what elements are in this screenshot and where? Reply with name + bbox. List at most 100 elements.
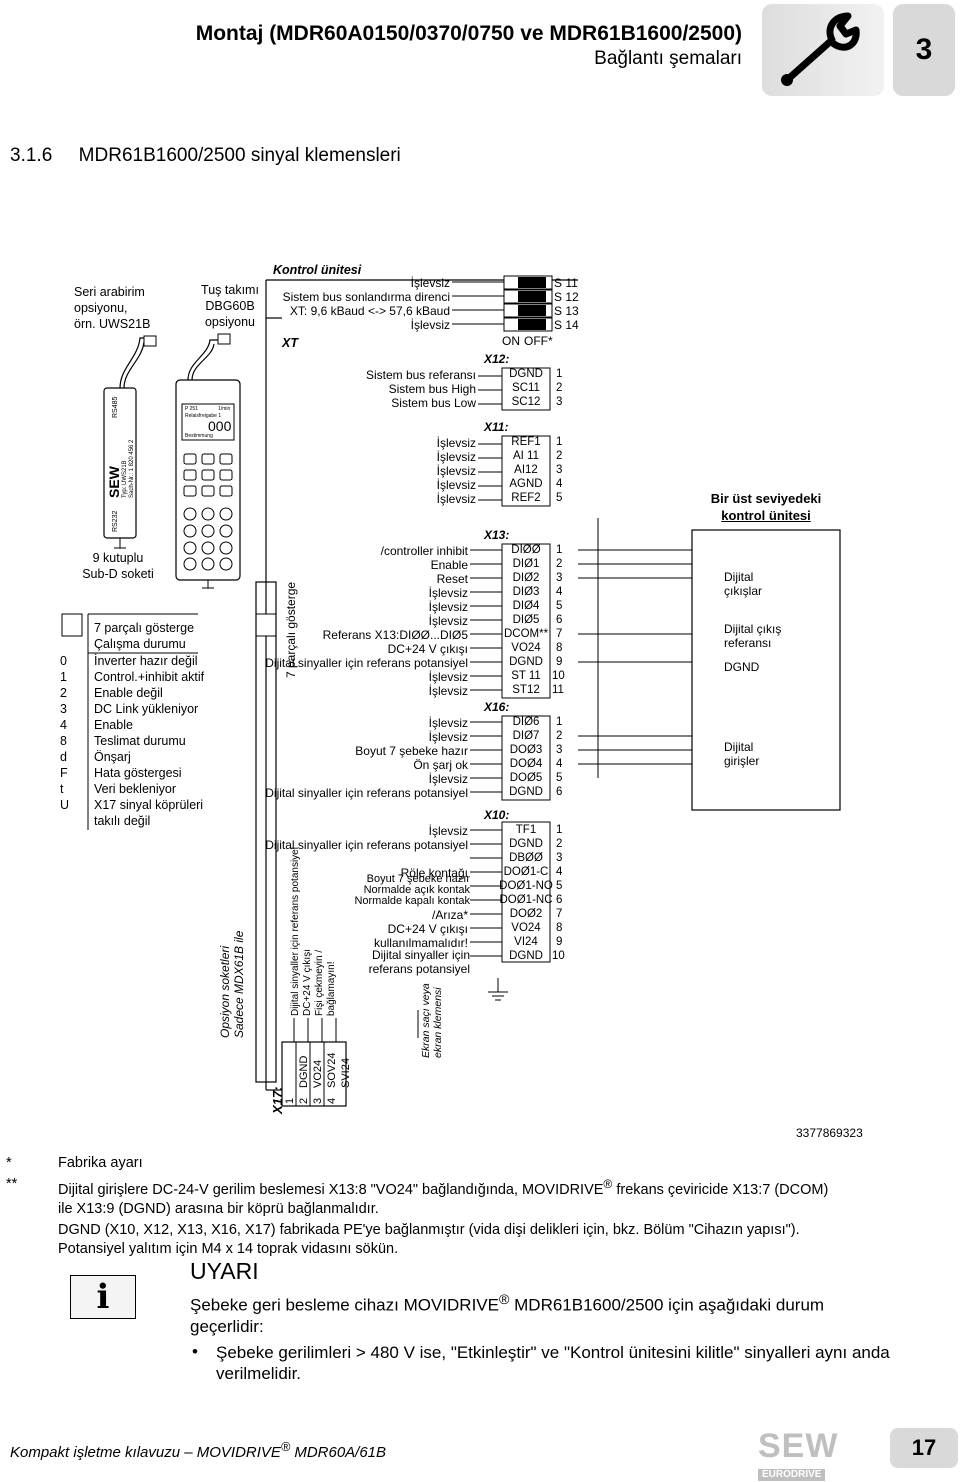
terminal-number: 11 <box>552 684 564 696</box>
terminal-number: 2 <box>556 382 563 394</box>
x17-number: 1 <box>284 1097 296 1104</box>
footnote-1: * Fabrika ayarı <box>6 1155 143 1171</box>
serial-typ: Typ: UWS21B <box>122 460 128 498</box>
terminal-function-label: İşlevsiz <box>436 464 476 478</box>
seg-legend-title: 7 parçalı gösterge Çalışma durumu <box>94 621 195 651</box>
upper-digital-inputs: Dijital girişler <box>724 740 760 768</box>
terminal-number: 10 <box>552 950 565 962</box>
option-sockets-label: Opsiyon soketleri Sadece MDX61B ile <box>218 930 246 1038</box>
terminal-number: 3 <box>556 572 563 584</box>
keypad-display-c: Relaisfreigabe 1 <box>185 413 222 419</box>
terminal-name: DGND <box>509 368 543 380</box>
terminal-name: ST12 <box>512 684 540 696</box>
terminal-number: 3 <box>556 464 563 476</box>
terminal-name: AGND <box>509 478 543 490</box>
x17-number: 3 <box>312 1097 324 1104</box>
terminal-name: DOØ2 <box>509 908 543 920</box>
keypad-display-b: 1/min <box>218 406 231 412</box>
upper-digital-outputs: Dijital çıkışlar <box>724 570 763 598</box>
dip-label: Sistem bus sonlandırma direnci <box>282 290 450 304</box>
x17-number: 4 <box>326 1097 338 1104</box>
terminal-number: 2 <box>556 838 563 850</box>
legend-code: 4 <box>60 718 67 732</box>
terminal-function-label: Dijital sinyaller için referans potansiy… <box>265 838 468 852</box>
x17-terminal: SOV24 <box>326 1052 338 1088</box>
rs232-label: RS232 <box>112 510 119 532</box>
terminal-number: 1 <box>556 716 563 728</box>
terminal-number: 9 <box>556 936 563 948</box>
warning-bullet: Şebeke gerilimleri > 480 V ise, "Etkinle… <box>216 1343 890 1383</box>
terminal-name: AI12 <box>514 464 538 476</box>
terminal-function-label: kullanılmamalıdır! <box>373 936 468 950</box>
terminal-name: DCOM** <box>503 628 549 640</box>
terminal-name: VO24 <box>511 642 541 654</box>
terminal-name: DGND <box>509 838 543 850</box>
terminal-function-label: /Arıza* <box>431 908 468 922</box>
legend-code: d <box>60 750 67 764</box>
terminal-name: DIØ3 <box>512 586 540 598</box>
legend-text: Teslimat durumu <box>94 734 186 748</box>
legend-text: Enable <box>94 718 133 732</box>
x10-relay-notes: Boyut 7 şebeke hazır Normalde açık konta… <box>354 873 470 907</box>
dip-on-label: ON <box>502 334 520 348</box>
x17-terminal: DGND <box>298 1055 310 1088</box>
terminal-function-label: İşlevsiz <box>436 450 476 464</box>
warning-body: Şebeke geri besleme cihazı MOVIDRIVE® MD… <box>190 1292 825 1336</box>
wiring-diagram: Seri arabirim opsiyonu, örn. UWS21B RS48… <box>58 258 896 1116</box>
rs485-label: RS485 <box>112 396 119 418</box>
terminal-block-name: X13: <box>484 528 510 542</box>
terminal-name: AI 11 <box>513 450 539 462</box>
legend-text: İnverter hazır değil <box>94 654 198 668</box>
legend-text: X17 sinyal köprüleri <box>94 798 204 812</box>
x17-terminal: SVI24 <box>340 1058 352 1088</box>
section-title: MDR61B1600/2500 sinyal klemensleri <box>78 145 401 166</box>
terminal-name: SC12 <box>511 396 541 408</box>
terminal-number: 1 <box>556 368 563 380</box>
terminal-number: 9 <box>556 656 563 668</box>
legend-code: t <box>60 782 64 796</box>
terminal-name: DOØ4 <box>509 758 543 770</box>
dip-off-label: OFF* <box>524 334 553 348</box>
sew-logo-small: SEW <box>106 466 122 498</box>
terminal-name: DGND <box>509 786 543 798</box>
terminal-function-label: DC+24 V çıkışı <box>387 922 468 936</box>
terminal-block-name: X10: <box>484 808 510 822</box>
warning-title: UYARI <box>190 1258 259 1284</box>
legend-code: F <box>60 766 68 780</box>
section-number: 3.1.6 <box>10 145 53 166</box>
terminal-name: ST 11 <box>511 670 541 682</box>
terminal-number: 4 <box>556 586 563 598</box>
terminal-number: 3 <box>556 396 563 408</box>
terminal-number: 1 <box>556 436 563 448</box>
page-number: 17 <box>890 1428 958 1468</box>
terminal-number: 4 <box>556 758 563 770</box>
terminal-name: DGND <box>509 950 543 962</box>
footnotes: * Fabrika ayarı ** Dijital girişlere DC-… <box>0 1154 900 1259</box>
legend-code: 2 <box>60 686 67 700</box>
legend-text: Önşarj <box>94 750 131 764</box>
xt-label: XT <box>282 336 298 350</box>
x17-terminal: VO24 <box>312 1059 324 1088</box>
terminal-name: DIØØ <box>511 544 541 556</box>
diagram-lines <box>61 275 841 1107</box>
keypad-display-d: 000 <box>208 418 232 434</box>
terminal-number: 5 <box>556 772 563 784</box>
upper-digital-output-ref: Dijital çıkış referansı <box>724 622 782 650</box>
wrench-icon <box>762 4 884 96</box>
terminal-name: DIØ6 <box>512 716 540 728</box>
terminal-number: 5 <box>556 880 563 892</box>
terminal-number: 2 <box>556 450 563 462</box>
dip-label: İşlevsiz <box>410 318 450 332</box>
terminal-name: DGND <box>509 656 543 668</box>
terminal-number: 2 <box>556 730 563 742</box>
serial-sachnr: Sach-Nr.: 1 820 456 2 <box>129 439 135 498</box>
terminal-number: 6 <box>556 786 563 798</box>
terminal-function-label: İşlevsiz <box>428 716 468 730</box>
terminal-number: 3 <box>556 744 563 756</box>
terminal-name: DIØ2 <box>512 572 540 584</box>
terminal-function-label: Ön şarj ok <box>413 758 468 772</box>
terminal-number: 2 <box>556 558 563 570</box>
bullet-dot: • <box>192 1342 198 1361</box>
legend-text: Hata göstergesi <box>94 766 182 780</box>
legend-text: Veri bekleniyor <box>94 782 176 796</box>
